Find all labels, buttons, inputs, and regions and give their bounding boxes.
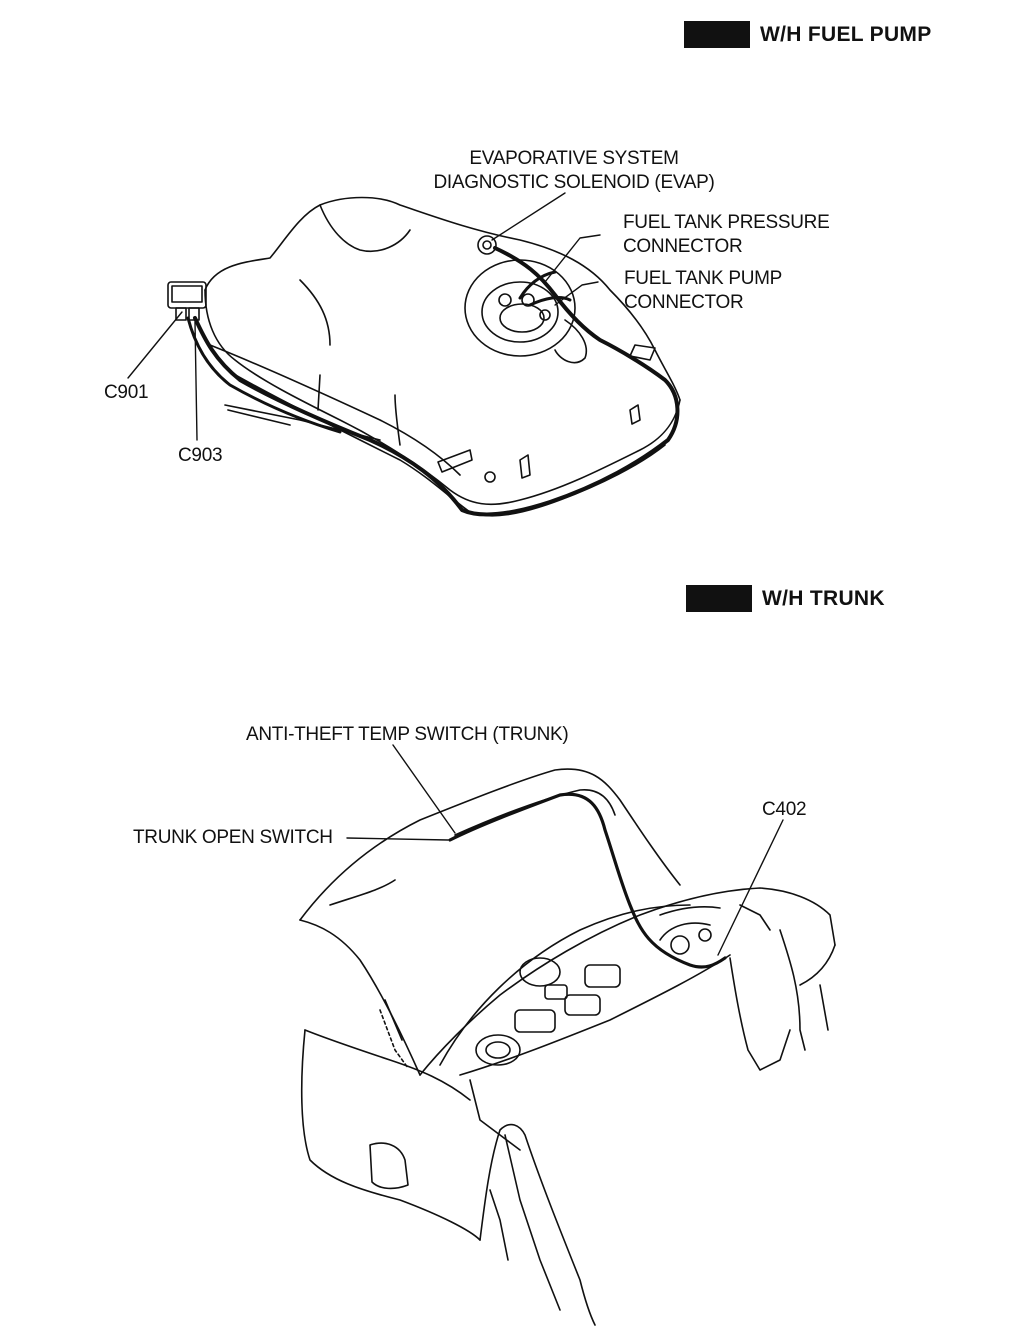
fuel-section-leader-lines (127, 192, 601, 441)
fuel-tank-drawing (167, 196, 681, 517)
header-tag-block (686, 585, 752, 612)
evap-label-line2: DIAGNOSTIC SOLENOID (EVAP) (433, 172, 715, 193)
trunk-section-leader-lines (346, 744, 784, 956)
c402-label: C402 (762, 799, 807, 820)
pressure-label-line2: CONNECTOR (623, 236, 743, 257)
fuel-tank-pressure-connector-label: FUEL TANK PRESSURE CONNECTOR (623, 211, 830, 259)
fuel-pump-header-text: W/H FUEL PUMP (760, 22, 932, 46)
trunk-section-header: W/H TRUNK (686, 585, 885, 612)
fuel-tank-pump-connector-label: FUEL TANK PUMP CONNECTOR (624, 267, 782, 315)
trunk-header-text: W/H TRUNK (762, 586, 885, 610)
pump-label-line2: CONNECTOR (624, 292, 744, 313)
evap-label-line1: EVAPORATIVE SYSTEM (469, 148, 679, 169)
c903-label: C903 (178, 445, 223, 466)
header-tag-block (684, 21, 750, 48)
pump-label-line1: FUEL TANK PUMP (624, 268, 783, 289)
trunk-open-switch-label: TRUNK OPEN SWITCH (133, 827, 333, 848)
pressure-label-line1: FUEL TANK PRESSURE (623, 212, 830, 233)
anti-theft-temp-switch-label: ANTI-THEFT TEMP SWITCH (TRUNK) (246, 724, 569, 745)
c901-label: C901 (104, 382, 149, 403)
fuel-pump-section-header: W/H FUEL PUMP (684, 21, 932, 48)
evap-solenoid-label: EVAPORATIVE SYSTEM DIAGNOSTIC SOLENOID (… (420, 147, 728, 195)
trunk-drawing (299, 768, 836, 1326)
